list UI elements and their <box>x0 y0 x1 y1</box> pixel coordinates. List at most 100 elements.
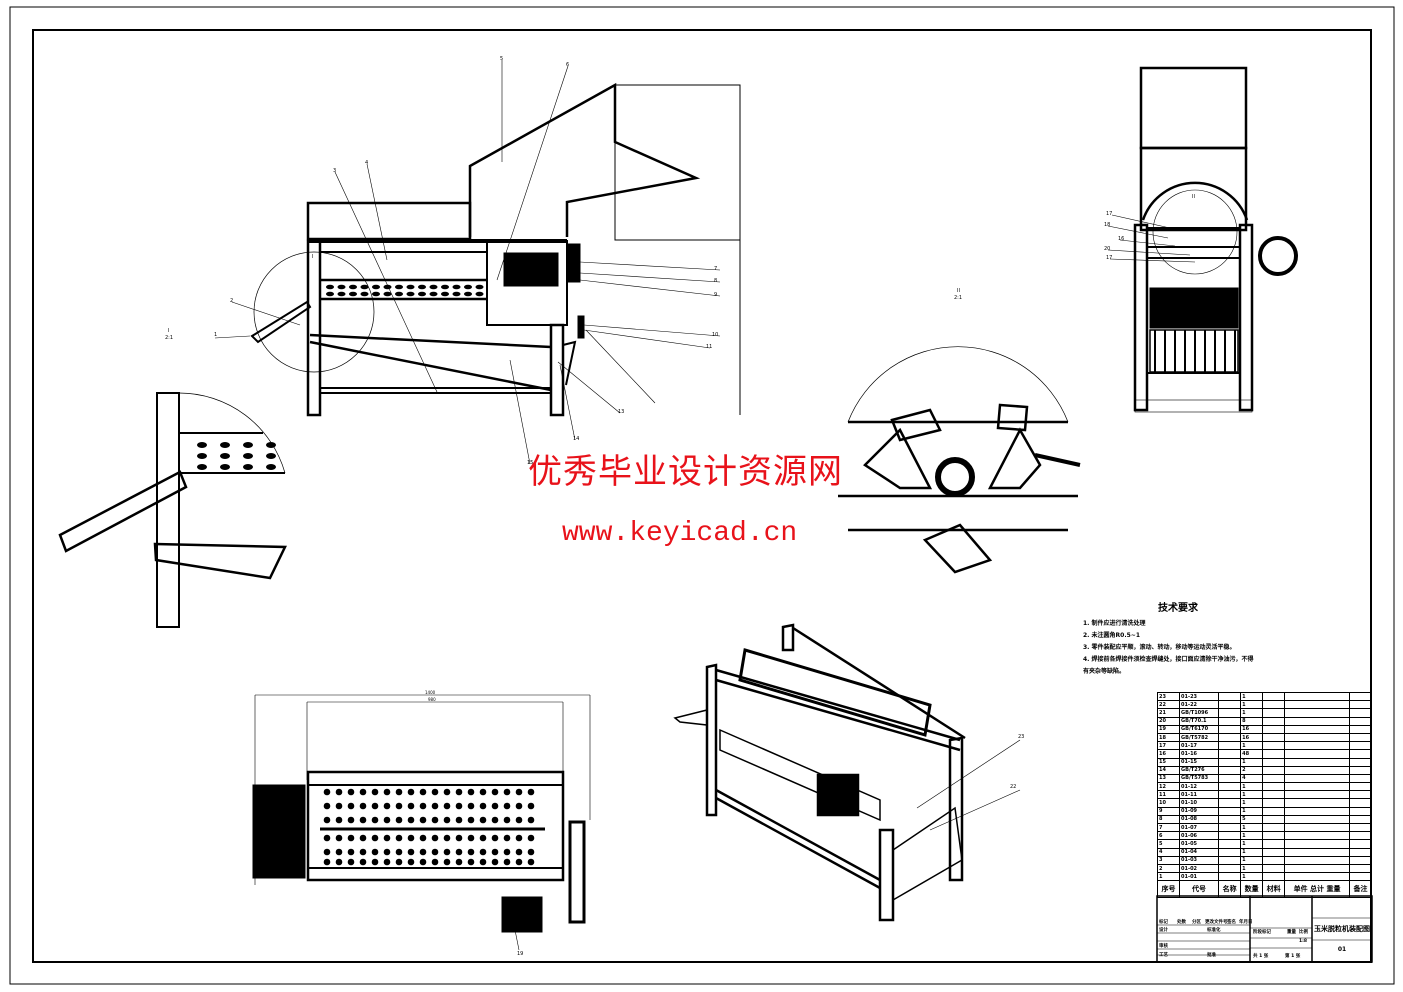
hole <box>383 858 391 866</box>
front-view <box>214 60 741 465</box>
hole <box>443 802 451 810</box>
bom-cell-no: 2 <box>1156 863 1181 874</box>
hole <box>406 284 415 290</box>
part-label: 6 <box>566 62 569 68</box>
bom-cell-no: 15 <box>1156 757 1181 767</box>
bom-cell-qty: 1 <box>1240 806 1264 816</box>
hole <box>197 453 207 459</box>
label-sheets-total: 共 1 张 <box>1253 954 1269 959</box>
hole <box>515 788 523 796</box>
hole <box>359 848 367 856</box>
label-approve: 批准 <box>1207 953 1216 958</box>
hole <box>395 834 403 842</box>
bom-cell-weight <box>1284 806 1350 816</box>
bom-cell-name <box>1218 691 1242 702</box>
part-label: 22 <box>1010 784 1016 790</box>
bom-cell-weight <box>1284 765 1350 775</box>
hole <box>395 858 403 866</box>
bom-cell-qty: 4 <box>1240 773 1264 784</box>
bom-cell-qty: 1 <box>1240 855 1264 865</box>
bom-cell-code: 01-05 <box>1179 839 1220 849</box>
hole <box>455 788 463 796</box>
hole <box>220 464 230 470</box>
bom-cell-code: 01-06 <box>1179 831 1220 841</box>
hole <box>383 834 391 842</box>
bom-cell-code: 01-22 <box>1179 700 1220 710</box>
hole <box>383 848 391 856</box>
hole <box>220 442 230 448</box>
bom-cell-remark <box>1348 790 1373 800</box>
hole <box>479 788 487 796</box>
bom-cell-name <box>1218 822 1242 833</box>
bom-cell-remark <box>1348 749 1373 759</box>
hole <box>431 834 439 842</box>
bom-cell-no: 18 <box>1156 732 1181 743</box>
top-cover <box>306 201 472 241</box>
requirement-item: 4. 焊接前各焊接件须检查焊缝处，接口面应清除干净油污，不得 <box>1083 656 1254 663</box>
bom-cell-no: 3 <box>1156 855 1181 865</box>
bom-cell-code: 01-11 <box>1179 790 1220 800</box>
hole <box>372 291 380 297</box>
hole <box>395 848 403 856</box>
bom-cell-name <box>1218 847 1242 857</box>
bom-cell-name <box>1218 700 1242 710</box>
hole <box>371 788 379 796</box>
hole <box>197 442 207 448</box>
bom-cell-code: 01-10 <box>1179 798 1220 808</box>
bom-cell-code: 01-15 <box>1179 757 1220 767</box>
bom-cell-weight <box>1284 872 1350 882</box>
hole <box>323 834 331 842</box>
bom-cell-material <box>1262 872 1286 882</box>
dimension-frame: 980 <box>428 697 436 702</box>
bom-cell-weight <box>1284 691 1350 702</box>
hole <box>527 858 535 866</box>
bom-cell-name <box>1218 790 1242 800</box>
bom-cell-no: 12 <box>1156 782 1181 792</box>
hole <box>431 788 439 796</box>
bom-cell-remark <box>1348 741 1373 751</box>
inlet-chute <box>250 300 312 344</box>
hole <box>371 802 379 810</box>
label-standardize: 标准化 <box>1207 928 1221 933</box>
motor-housing <box>486 240 568 326</box>
hole <box>337 284 346 290</box>
hole <box>443 816 451 824</box>
bom-cell-code: 01-17 <box>1179 741 1220 751</box>
hole <box>371 858 379 866</box>
hole <box>464 284 472 290</box>
part-label: 2 <box>230 298 233 304</box>
bom-cell-name <box>1218 855 1242 865</box>
hole <box>359 858 367 866</box>
hole <box>475 284 484 290</box>
hole <box>371 816 379 824</box>
hole <box>479 858 487 866</box>
hole <box>359 816 367 824</box>
hole <box>503 816 511 824</box>
title-block: 玉米脱粒机装配图 01 标记 处数 分区 更改文件号 签名 年月日 设计 标准化… <box>1157 896 1372 962</box>
bom-cell-qty: 8 <box>1240 716 1264 726</box>
scale-value: 1:8 <box>1299 939 1308 944</box>
hole <box>419 802 427 810</box>
bom-cell-no: 22 <box>1156 700 1181 710</box>
bom-cell-material <box>1262 708 1286 718</box>
hole <box>323 802 331 810</box>
bom-cell-no: 17 <box>1156 741 1181 751</box>
hole <box>441 291 449 297</box>
hole <box>371 848 379 856</box>
part-label: 16 <box>1118 236 1124 242</box>
bom-cell-no: 14 <box>1156 765 1181 775</box>
bom-cell-remark <box>1348 839 1373 849</box>
hole <box>479 816 487 824</box>
hole <box>407 816 415 824</box>
bom-cell-name <box>1218 708 1242 718</box>
bom-cell-qty: 1 <box>1240 700 1264 710</box>
pulley-lower <box>577 315 585 339</box>
bom-cell-name <box>1218 782 1242 792</box>
hole <box>359 802 367 810</box>
bom-cell-weight <box>1284 822 1350 833</box>
hole <box>527 816 535 824</box>
